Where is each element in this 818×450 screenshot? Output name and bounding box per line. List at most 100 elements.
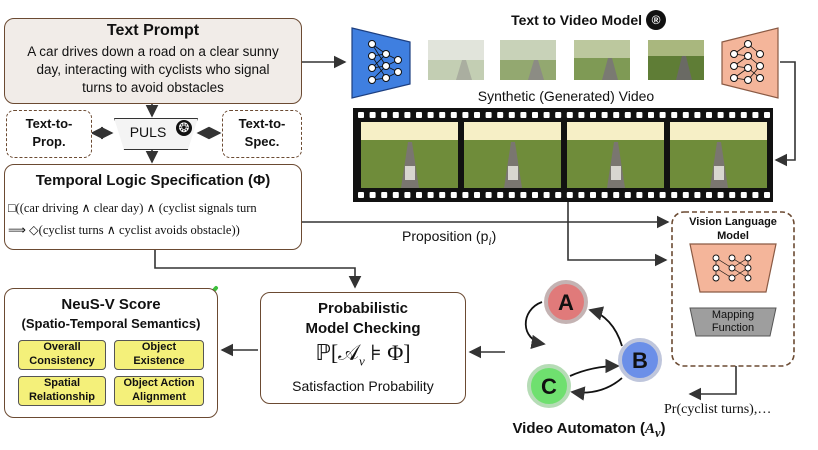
- film-perforation: [659, 112, 666, 118]
- automaton-edges: [524, 301, 623, 401]
- decoder-shape: [721, 27, 779, 99]
- film-perforation: [613, 192, 620, 198]
- model-logo-icon: ®: [646, 10, 666, 30]
- film-perforation: [543, 112, 550, 118]
- film-perforation: [601, 112, 608, 118]
- film-perforation: [717, 112, 724, 118]
- film-perforation: [682, 192, 689, 198]
- formula-rest: ⊧ Φ]: [364, 340, 411, 365]
- film-perforation: [543, 192, 550, 198]
- film-frame: [670, 122, 767, 188]
- mapping-function-line-1: Mapping: [711, 309, 755, 321]
- proposition-probabilities: Pr(cyclist turns),…: [664, 402, 772, 417]
- film-perforation: [485, 112, 492, 118]
- score-cell-3-line-1: Spatial: [43, 377, 81, 389]
- formula-main: ℙ[𝒜: [315, 340, 359, 365]
- spec-line-2: ⟹ ◇(cyclist turns ∧ cyclist avoids obsta…: [8, 223, 240, 237]
- film-perforation: [601, 192, 608, 198]
- spec-title: Temporal Logic Specification (Φ): [35, 172, 271, 189]
- text-prompt-line-3: turns to avoid obstacles: [82, 80, 224, 95]
- encoder-shape: [351, 27, 411, 99]
- film-perforation: [474, 192, 480, 198]
- text-prompt-box: [4, 18, 302, 104]
- film-perforation: [764, 112, 770, 118]
- score-cell-4-line-2: Alignment: [132, 391, 186, 403]
- video-automaton-title: Video Automaton (Av): [494, 420, 684, 441]
- film-perforation: [404, 112, 411, 118]
- formula-subscript: v: [358, 353, 365, 369]
- film-perforation: [648, 112, 654, 118]
- film-perforation: [392, 112, 399, 118]
- state-b-label: B: [632, 348, 648, 373]
- film-perforation: [450, 192, 457, 198]
- film-perforations: [358, 112, 770, 198]
- film-perforation: [706, 192, 712, 198]
- score-cell-4-line-1: Object Action: [123, 377, 195, 389]
- film-perforation: [532, 112, 538, 118]
- mapping-function-shape: [689, 307, 777, 337]
- score-cell-object-action-alignment: [114, 376, 204, 406]
- film-perforation: [358, 192, 364, 198]
- film-perforation: [729, 112, 736, 118]
- film-frames: [361, 122, 767, 188]
- automaton-title-symbol: A: [644, 421, 655, 437]
- film-perforation: [555, 112, 562, 118]
- film-perforation: [450, 112, 457, 118]
- film-perforation: [474, 112, 480, 118]
- generated-frames-row: [428, 40, 704, 80]
- text-to-spec-line-1: Text-to-: [238, 116, 286, 131]
- film-perforation: [578, 112, 585, 118]
- score-cell-spatial-relationship: [18, 376, 106, 406]
- text-prompt-title: Text Prompt: [106, 22, 200, 39]
- film-perforation: [717, 192, 724, 198]
- film-perforation: [497, 112, 504, 118]
- film-perforation: [462, 192, 469, 198]
- film-perforation: [694, 192, 701, 198]
- automaton-title-text: Video Automaton (: [512, 420, 645, 437]
- vlm-title-line-1: Vision Language: [689, 216, 777, 228]
- film-perforation: [369, 112, 376, 118]
- film-perforation: [729, 192, 736, 198]
- automaton-state-b: [618, 338, 662, 382]
- proposition-label: Proposition (pi): [402, 228, 562, 248]
- film-perforation: [508, 112, 515, 118]
- film-perforation: [659, 192, 666, 198]
- film-perforation: [508, 192, 515, 198]
- film-perforation: [427, 112, 434, 118]
- film-perforation: [740, 192, 747, 198]
- state-c-label: C: [541, 374, 557, 399]
- arrow-vlm-to-probabilities: [688, 366, 737, 401]
- film-perforation: [694, 112, 701, 118]
- automaton-state-a: [544, 280, 588, 324]
- score-cell-object-existence: [114, 340, 204, 370]
- film-perforation: [566, 192, 573, 198]
- score-cell-overall-consistency: [18, 340, 106, 370]
- film-frame: [361, 122, 458, 188]
- film-perforation: [369, 192, 376, 198]
- score-cell-3-line-2: Relationship: [28, 391, 95, 403]
- film-perforation: [613, 112, 620, 118]
- proposition-close: ): [491, 228, 497, 244]
- text-to-spec-line-2: Spec.: [244, 134, 280, 149]
- automaton-title-subscript: v: [654, 426, 661, 440]
- film-perforation: [462, 112, 469, 118]
- text-prompt-line-2: day, interacting with cyclists who signa…: [36, 62, 270, 77]
- film-perforation: [381, 112, 388, 118]
- film-perforation: [682, 112, 689, 118]
- model-checking-title-line-1: Probabilistic: [317, 300, 409, 317]
- text-to-spec-box: [222, 110, 302, 158]
- puls-label: PULS: [129, 124, 167, 140]
- text-to-video-title: Text to Video Model: [511, 12, 642, 28]
- satisfaction-probability-label: Satisfaction Probability: [292, 378, 434, 394]
- film-perforation: [648, 192, 654, 198]
- proposition-subscript: i: [488, 234, 492, 248]
- state-a-label: A: [558, 290, 574, 315]
- film-perforation: [578, 192, 585, 198]
- arrow-spec-to-checking: [154, 250, 362, 289]
- text-to-prop-line-2: Prop.: [32, 134, 66, 149]
- automaton-title-close: ): [660, 420, 666, 437]
- mapping-function-line-2: Function: [711, 322, 755, 334]
- film-perforation: [590, 112, 596, 118]
- automaton-state-c: [527, 364, 571, 408]
